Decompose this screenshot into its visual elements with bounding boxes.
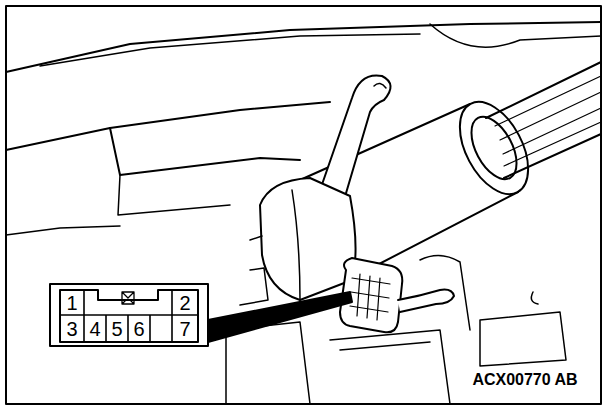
panel-edge <box>6 102 330 150</box>
pin-number: 1 <box>66 293 77 313</box>
clip <box>531 292 538 304</box>
figure-frame <box>6 6 601 404</box>
pin-cell-lines <box>60 290 198 342</box>
dash-edge <box>40 34 420 66</box>
pin-number: 5 <box>111 319 122 339</box>
panel-edge <box>6 226 120 235</box>
column-tube <box>300 104 470 180</box>
lower-bracket <box>480 312 566 366</box>
pointer-arrow <box>208 292 352 342</box>
shaft-spline <box>495 76 601 166</box>
panel-edge <box>110 128 300 175</box>
pin-number: 3 <box>66 319 77 339</box>
bracket <box>240 236 268 305</box>
dash-edge <box>6 22 601 72</box>
shaft <box>486 62 601 178</box>
pin-number: 6 <box>133 319 144 339</box>
switch-body <box>260 178 356 300</box>
connector-tab <box>398 290 454 312</box>
blank-pin-symbol <box>122 292 134 304</box>
pin-number: 2 <box>179 293 190 313</box>
lever-tip <box>374 83 386 88</box>
panel-edge <box>430 24 601 47</box>
pin-number: 7 <box>179 319 190 339</box>
lever-stalk <box>318 75 391 200</box>
lower-bracket <box>330 330 450 404</box>
connector-pins <box>357 274 380 320</box>
connector-face <box>60 290 198 342</box>
harness <box>420 255 470 330</box>
pin-number: 4 <box>89 319 100 339</box>
column-end <box>446 91 542 206</box>
switch-body <box>292 190 300 300</box>
inset-frame <box>50 284 208 346</box>
panel-edge <box>118 175 230 215</box>
figure-code: ACX00770 AB <box>472 372 577 388</box>
